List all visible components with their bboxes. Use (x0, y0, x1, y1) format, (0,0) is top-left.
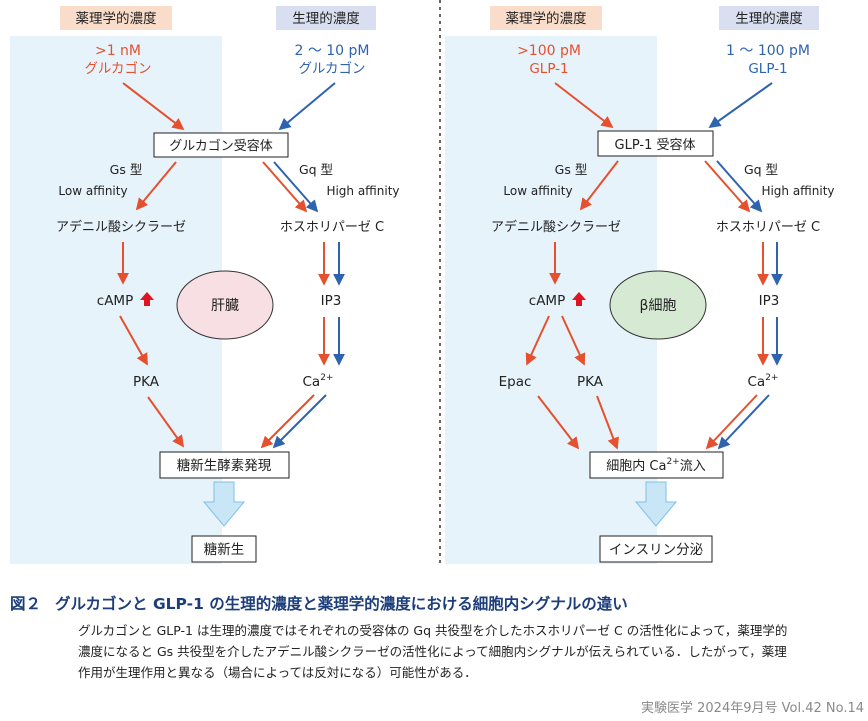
right-pharm-header: 薬理学的濃度 (506, 11, 587, 27)
right-pharm-to-receptor-arrow (554, 82, 614, 129)
right-pka-to-result-arrow (596, 395, 619, 450)
right-receptor-to-ac-arrow (579, 160, 619, 211)
left-final-box (191, 535, 257, 563)
left-camp-to-pka-arrow (119, 315, 148, 366)
left-result-box (159, 451, 290, 479)
right-phys-conc-value: 1 ～ 100 pM (726, 43, 810, 59)
left-ca-to-result-red-arrow (260, 394, 315, 449)
right-pharm-header-bg (490, 6, 602, 30)
left-pharm-to-receptor-arrow (122, 82, 185, 131)
right-epac-to-result-arrow (537, 395, 580, 450)
left-gs-label: Gs 型 (110, 162, 143, 177)
right-enzyme-plc: ホスホリパーゼ C (716, 220, 820, 235)
left-final-label: 糖新生 (204, 542, 245, 558)
right-camp-to-epac-arrow (525, 315, 550, 366)
liver-ellipse (176, 270, 274, 340)
left-camp-label: cAMP (97, 293, 133, 309)
right-pharm-conc-ligand: GLP-1 (529, 61, 568, 77)
right-hollow-down-arrow (634, 481, 678, 527)
left-pharm-header: 薬理学的濃度 (76, 11, 157, 27)
right-gs-affinity: Low affinity (503, 184, 572, 198)
caption-line: 濃度になると Gs 共役型を介したアデニル酸シクラーゼの活性化によって細胞内シグ… (78, 644, 787, 659)
right-gs-label: Gs 型 (555, 162, 588, 177)
left-ca-superscript: 2+ (320, 373, 333, 383)
right-receptor-label: GLP-1 受容体 (615, 137, 696, 153)
right-ca-to-result-red-arrow (705, 394, 758, 450)
caption-title: 図２ グルカゴンと GLP-1 の生理的濃度と薬理学的濃度における細胞内シグナルの… (10, 592, 628, 614)
left-pharm-header-bg (60, 6, 172, 30)
right-result-label: 細胞内 Ca2+流入 (606, 457, 705, 474)
left-hollow-down-arrow (202, 481, 246, 527)
right-phys-header-bg (719, 6, 819, 30)
left-phys-header: 生理的濃度 (292, 11, 360, 27)
right-final-label: インスリン分泌 (609, 542, 703, 558)
right-pharm-conc-value: >100 pM (517, 43, 581, 59)
left-receptor-to-ac-arrow (135, 161, 177, 211)
left-gs-affinity: Low affinity (58, 184, 127, 198)
left-gq-affinity: High affinity (326, 184, 399, 198)
left-phys-header-bg (276, 6, 376, 30)
right-pka-label: PKA (577, 374, 604, 390)
right-phys-to-receptor-arrow (708, 82, 773, 129)
left-pharm-conc-ligand: グルカゴン (84, 60, 151, 77)
right-gq-label: Gq 型 (744, 162, 778, 177)
right-ip3-label: IP3 (759, 293, 780, 309)
left-ca-to-result-blue-arrow (272, 394, 327, 449)
right-result-box (589, 451, 724, 479)
left-phys-conc-ligand: グルカゴン (298, 60, 365, 77)
beta-cell-ellipse (609, 270, 707, 340)
left-receptor-label: グルカゴン受容体 (169, 138, 273, 154)
right-phys-header: 生理的濃度 (735, 11, 803, 27)
left-receptor-box (153, 132, 289, 158)
left-phys-to-receptor-arrow (278, 82, 336, 131)
left-pharm-conc-value: >1 nM (95, 43, 141, 59)
left-enzyme-plc: ホスホリパーゼ C (280, 220, 384, 235)
beta-cell-label: β細胞 (640, 298, 677, 314)
right-epac-label: Epac (499, 374, 532, 390)
caption-line: グルカゴンと GLP-1 は生理的濃度ではそれぞれの受容体の Gq 共役型を介し… (78, 623, 788, 638)
left-receptor-to-plc-red-arrow (262, 161, 308, 213)
right-result-superscript: 2+ (666, 457, 679, 467)
right-ca-to-result-blue-arrow (717, 394, 770, 450)
right-final-box (599, 535, 713, 563)
right-ca-superscript: 2+ (765, 373, 778, 383)
left-ca-label: Ca2+ (303, 373, 334, 390)
right-receptor-to-plc-red-arrow (704, 160, 751, 213)
right-enzyme-adenylate-cyclase: アデニル酸シクラーゼ (491, 219, 621, 235)
liver-label: 肝臓 (211, 298, 239, 314)
caption-line: 作用が生理作用と異なる（場合によっては反対になる）可能性がある． (78, 665, 477, 680)
right-receptor-box (597, 130, 714, 157)
journal-footer: 実験医学 2024年9月号 Vol.42 No.14 (641, 701, 864, 716)
left-gq-label: Gq 型 (299, 162, 333, 177)
left-result-label: 糖新生酵素発現 (177, 458, 272, 474)
left-pka-label: PKA (133, 374, 160, 390)
up-arrow-icon (572, 292, 586, 306)
right-phys-conc-ligand: GLP-1 (748, 61, 787, 77)
left-phys-conc-value: 2 ～ 10 pM (294, 43, 369, 59)
left-pka-to-result-arrow (147, 396, 185, 448)
caption-title-text: グルカゴンと GLP-1 の生理的濃度と薬理学的濃度における細胞内シグナルの違い (55, 595, 628, 613)
right-receptor-to-plc-blue-arrow (716, 160, 763, 213)
right-camp-to-pka-arrow (561, 315, 586, 366)
up-arrow-icon (140, 292, 154, 306)
figure-number: 図２ (10, 595, 42, 613)
caption-body: グルカゴンと GLP-1 は生理的濃度ではそれぞれの受容体の Gq 共役型を介し… (78, 620, 868, 683)
left-receptor-to-plc-blue-arrow (273, 161, 319, 213)
right-camp-label: cAMP (529, 293, 565, 309)
right-gq-affinity: High affinity (761, 184, 834, 198)
right-ca-label: Ca2+ (748, 373, 779, 390)
left-enzyme-adenylate-cyclase: アデニル酸シクラーゼ (56, 219, 186, 235)
left-ip3-label: IP3 (321, 293, 342, 309)
